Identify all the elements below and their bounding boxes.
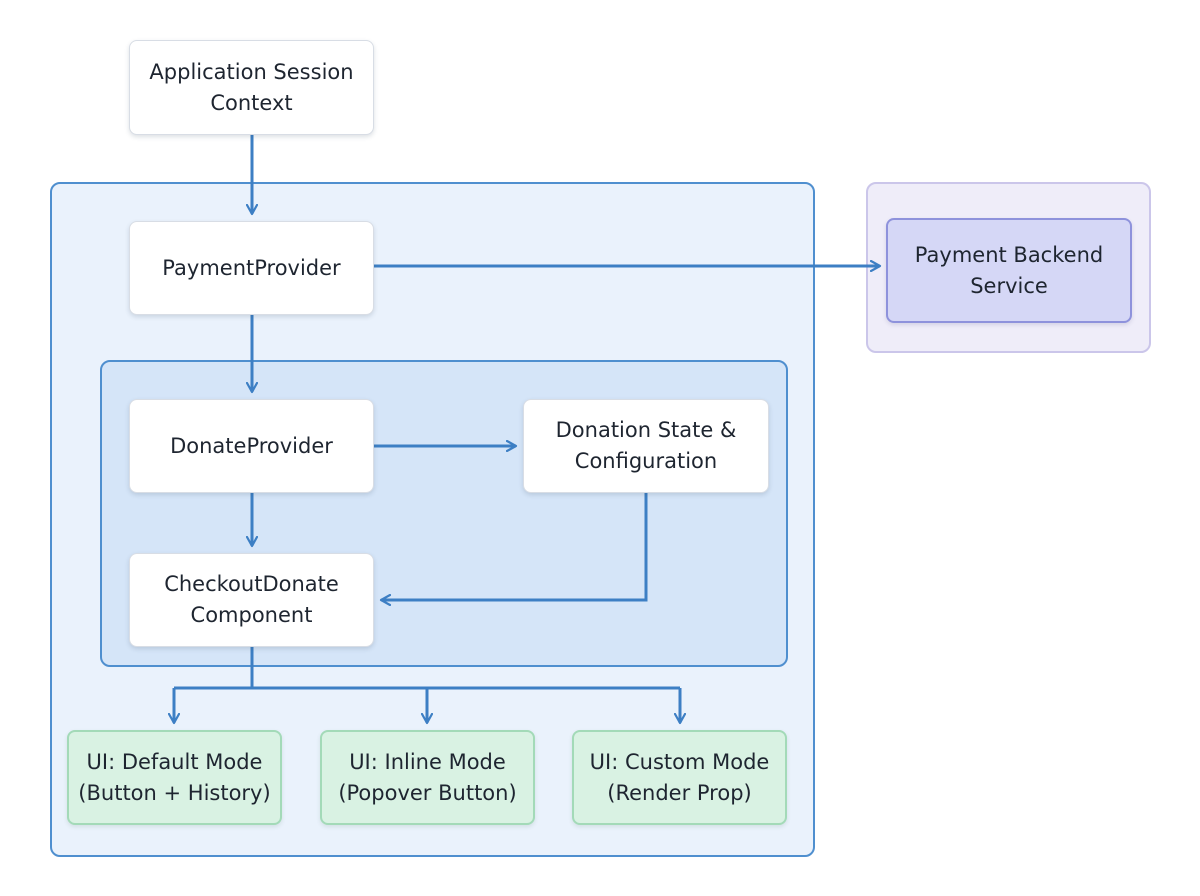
donate-provider-node: DonateProvider — [129, 399, 374, 493]
payment-backend-service-node: Payment Backend Service — [886, 218, 1132, 323]
edge-state-to-checkout — [381, 493, 648, 600]
ui-inline-mode-node: UI: Inline Mode (Popover Button) — [320, 730, 535, 825]
payment-provider-node: PaymentProvider — [129, 221, 374, 315]
application-session-context-node: Application Session Context — [129, 40, 374, 135]
ui-custom-mode-node: UI: Custom Mode (Render Prop) — [572, 730, 787, 825]
ui-default-mode-node: UI: Default Mode (Button + History) — [67, 730, 282, 825]
donation-state-configuration-node: Donation State & Configuration — [523, 399, 769, 493]
checkout-donate-component-node: CheckoutDonate Component — [129, 553, 374, 647]
